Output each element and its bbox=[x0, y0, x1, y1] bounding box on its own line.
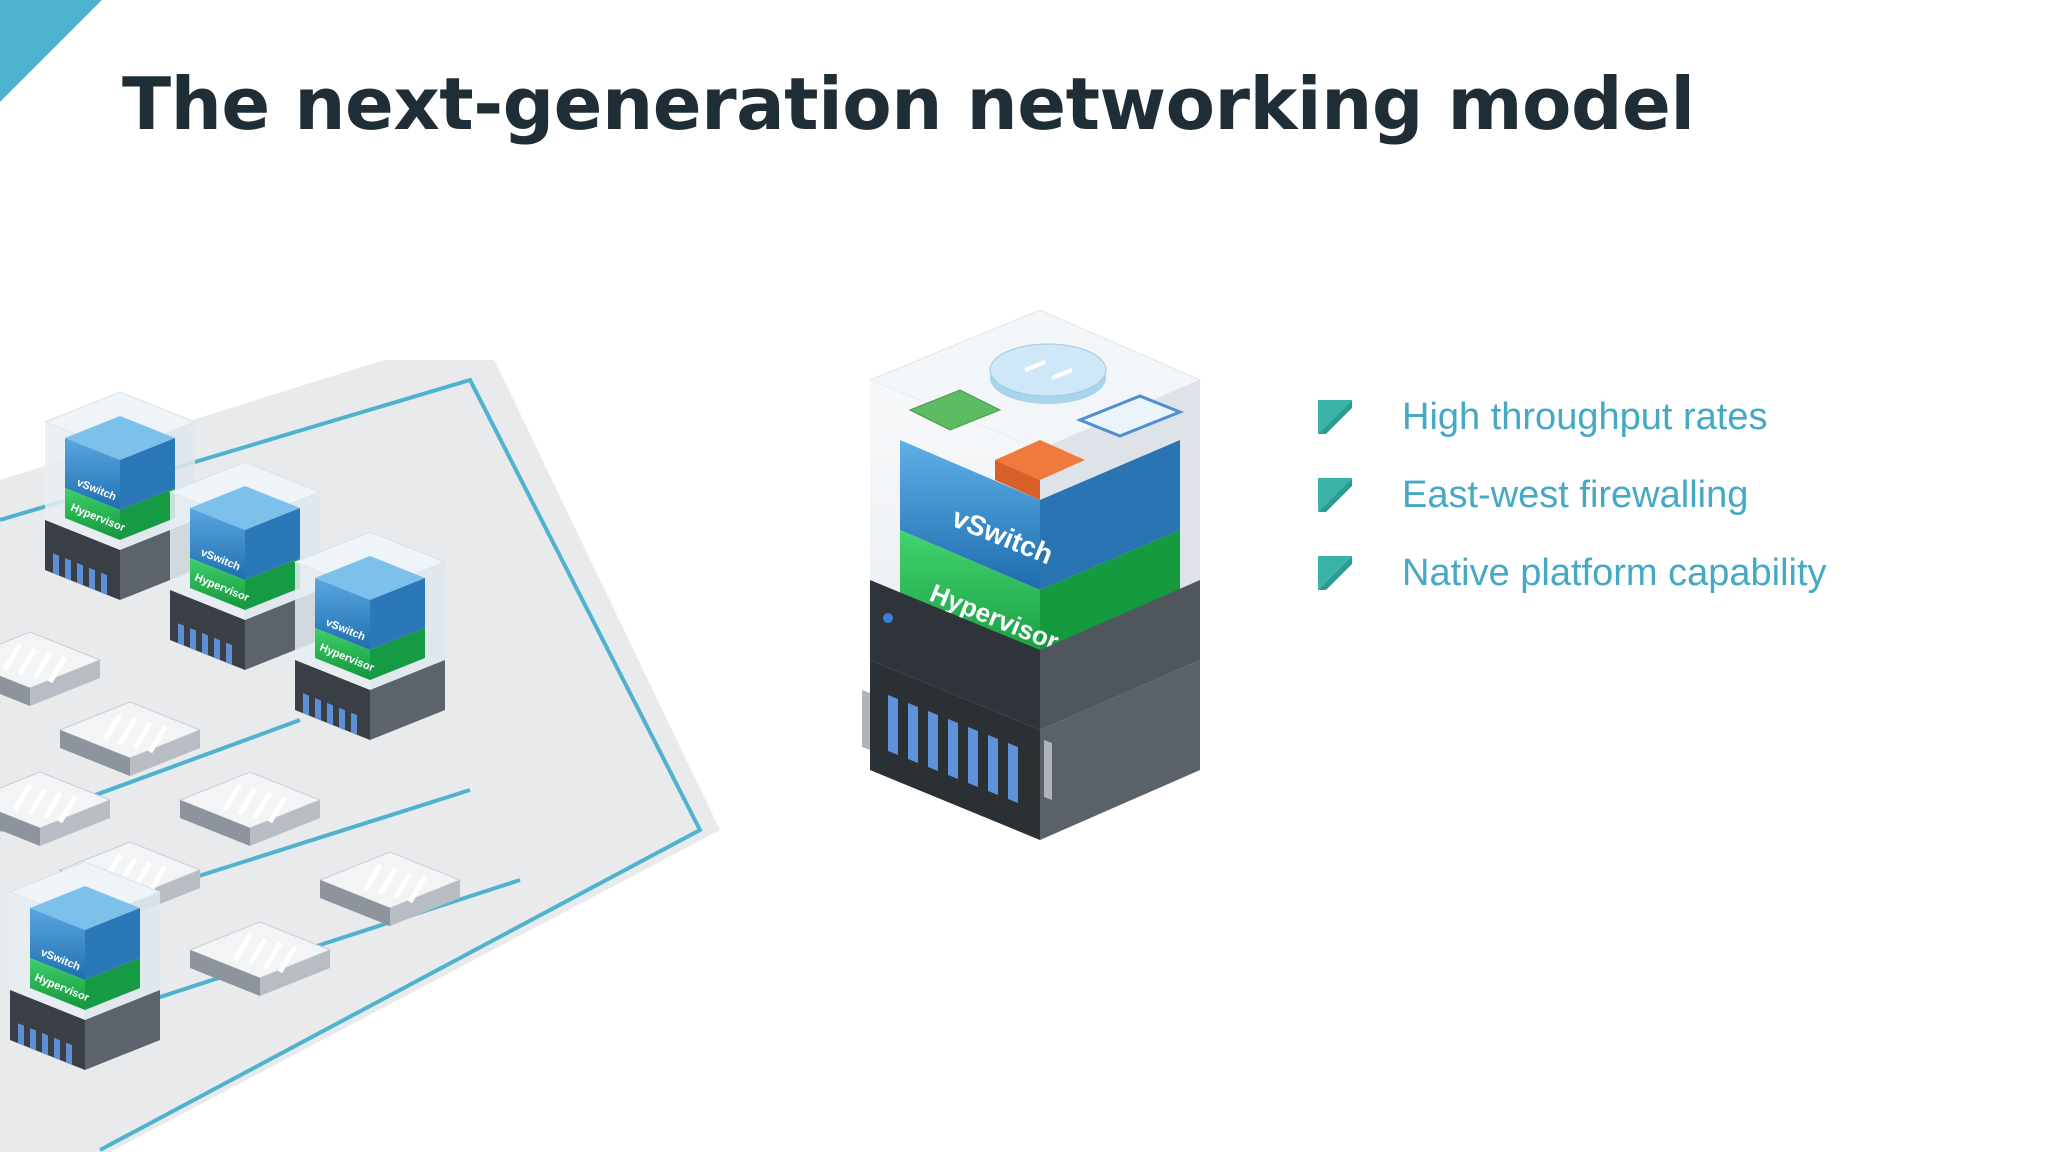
feature-label: East-west firewalling bbox=[1402, 473, 1749, 516]
server-stack-illustration: vSwitch Hypervisor bbox=[862, 309, 1202, 840]
corner-accent bbox=[0, 0, 102, 102]
feature-label: Native platform capability bbox=[1402, 551, 1827, 594]
slide-title: The next-generation networking model bbox=[122, 62, 1695, 146]
feature-item: East-west firewalling bbox=[1318, 456, 1827, 534]
triangle-bullet-icon bbox=[1318, 478, 1352, 512]
feature-label: High throughput rates bbox=[1402, 395, 1768, 438]
triangle-bullet-icon bbox=[1318, 556, 1352, 590]
datacenter-illustration: vSwitch Hypervisor vSwitch Hypervisor vS… bbox=[0, 360, 720, 1152]
feature-list: High throughput rates East-west firewall… bbox=[1318, 378, 1827, 612]
feature-item: High throughput rates bbox=[1318, 378, 1827, 456]
feature-item: Native platform capability bbox=[1318, 534, 1827, 612]
triangle-bullet-icon bbox=[1318, 400, 1352, 434]
